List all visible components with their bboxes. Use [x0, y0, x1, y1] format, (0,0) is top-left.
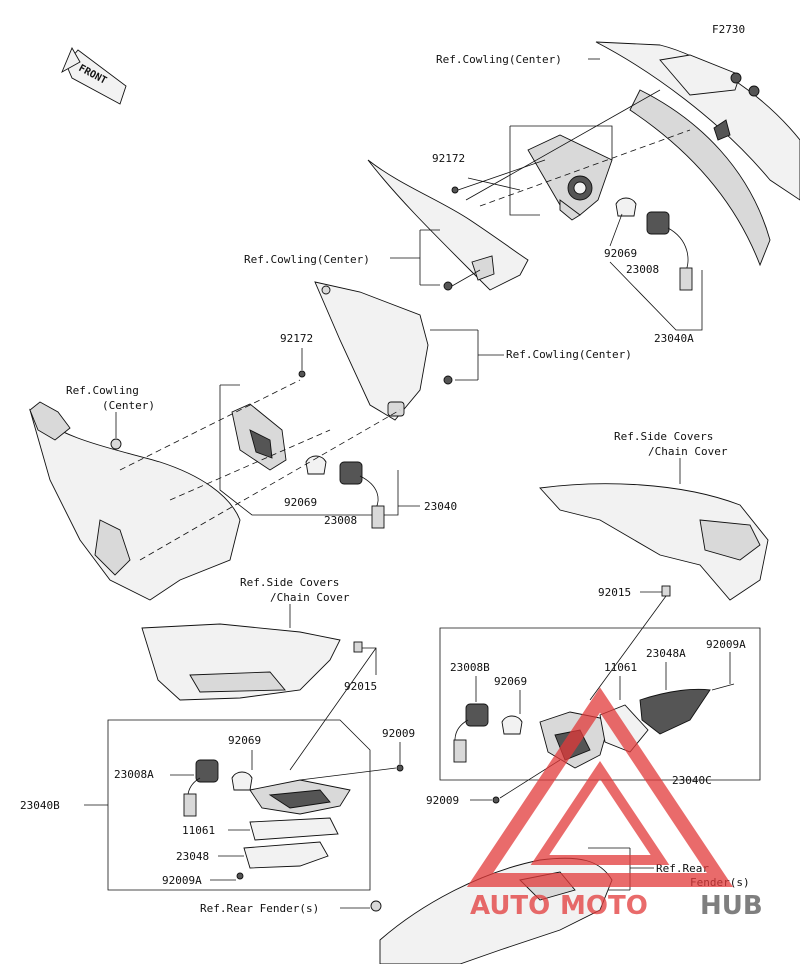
- bulb-92069-d: [231, 771, 253, 791]
- socket-23008-b: [339, 461, 385, 529]
- label-23008-b: 23008: [324, 514, 357, 527]
- label-ref-rear-fender-1: Ref.Rear Fender(s): [200, 902, 319, 915]
- side-cover-right: [539, 483, 769, 601]
- label-92172-b: 92172: [280, 332, 313, 345]
- watermark-logo: AUTO MOTO HUB: [466, 687, 763, 921]
- label-ref-side-covers-1a: Ref.Side Covers: [614, 430, 713, 443]
- label-ref-side-covers-2a: Ref.Side Covers: [240, 576, 339, 589]
- socket-23008-a: [646, 211, 693, 291]
- label-92069-d: 92069: [228, 734, 261, 747]
- label-ref-cowling-center-3: Ref.Cowling(Center): [506, 348, 632, 361]
- bulb-92069-b: [305, 455, 327, 475]
- label-ref-cowling-center-1: Ref.Cowling(Center): [436, 53, 562, 66]
- label-ref-cowling-center-2: Ref.Cowling(Center): [244, 253, 370, 266]
- side-cover-left: [141, 623, 341, 701]
- bulb-92069-a: [615, 197, 637, 217]
- label-23040B: 23040B: [20, 799, 60, 812]
- bulb-92069-c: [501, 715, 523, 735]
- label-23040: 23040: [424, 500, 457, 513]
- label-23008B: 23008B: [450, 661, 490, 674]
- label-23040C: 23040C: [672, 774, 712, 787]
- gasket-11061-b: [249, 817, 339, 841]
- label-92009-a: 92009: [426, 794, 459, 807]
- label-92015-a: 92015: [598, 586, 631, 599]
- upper-cowling-part: [595, 41, 800, 267]
- label-23048: 23048: [176, 850, 209, 863]
- label-ref-cowling-center-4a: Ref.Cowling: [66, 384, 139, 397]
- label-ref-rear-fender-2a: Ref.Rear: [656, 862, 709, 875]
- lens-23048: [243, 841, 329, 869]
- label-92069-a: 92069: [604, 247, 637, 260]
- front-arrow-icon: FRONT: [61, 46, 127, 105]
- turn-signal-rear-left: [249, 779, 351, 815]
- label-ref-cowling-center-4b: (Center): [102, 399, 155, 412]
- label-23008-a: 23008: [626, 263, 659, 276]
- label-92009-b: 92009: [382, 727, 415, 740]
- side-cowling-left: [29, 401, 241, 601]
- label-11061-a: 11061: [604, 661, 637, 674]
- socket-23008A: [183, 759, 219, 817]
- label-ref-side-covers-1b: /Chain Cover: [648, 445, 728, 458]
- watermark-moto: MOTO: [560, 891, 648, 921]
- inner-cowling-upper: [367, 159, 529, 291]
- watermark-hub: HUB: [700, 891, 763, 921]
- label-92009A-b: 92009A: [162, 874, 202, 887]
- label-92172-a: 92172: [432, 152, 465, 165]
- label-92069-c: 92069: [494, 675, 527, 688]
- label-ref-side-covers-2b: /Chain Cover: [270, 591, 350, 604]
- label-92015-b: 92015: [344, 680, 377, 693]
- socket-23008B: [453, 703, 489, 763]
- label-92009A-a: 92009A: [706, 638, 746, 651]
- turn-signal-front-left: [231, 403, 287, 471]
- label-23040A: 23040A: [654, 332, 694, 345]
- watermark-auto: AUTO: [470, 891, 550, 921]
- turn-signal-front-right: [527, 134, 613, 221]
- side-cowling-middle: [314, 281, 429, 421]
- label-11061-b: 11061: [182, 824, 215, 837]
- lens-23048A: [639, 688, 711, 735]
- figure-code: F2730: [712, 23, 745, 36]
- label-23008A: 23008A: [114, 768, 154, 781]
- label-92069-b: 92069: [284, 496, 317, 509]
- label-23048A: 23048A: [646, 647, 686, 660]
